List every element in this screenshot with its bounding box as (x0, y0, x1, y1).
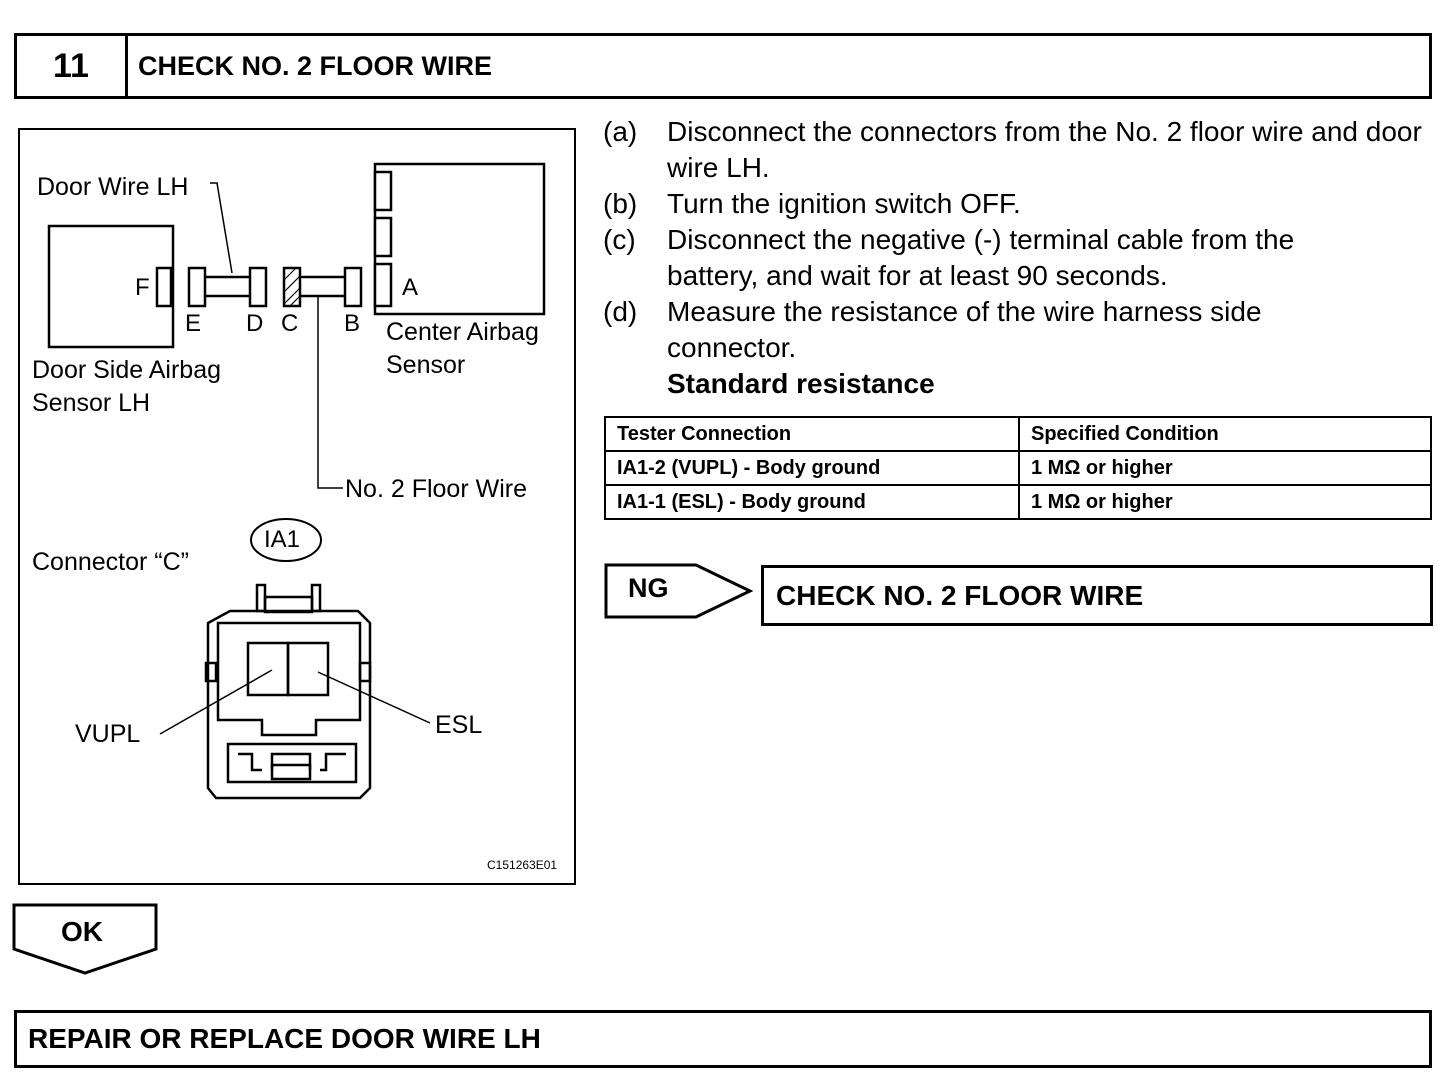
pin-esl-label: ESL (435, 711, 483, 739)
door-sensor-label-2: Sensor LH (32, 389, 151, 417)
connector-b (343, 266, 363, 308)
table-row: IA1-1 (ESL) - Body ground 1 MΩ or higher (604, 484, 1432, 520)
step-letter: (a) (603, 116, 638, 147)
table-header-cell: Tester Connection (604, 416, 1020, 452)
table-row: IA1-2 (VUPL) - Body ground 1 MΩ or highe… (604, 450, 1432, 486)
center-sensor-body (373, 162, 546, 316)
step-letter: (d) (603, 296, 638, 327)
door-wire-leader (210, 182, 233, 274)
pin-a-label: A (402, 274, 419, 301)
step-title: CHECK NO. 2 FLOOR WIRE (138, 50, 493, 81)
ok-label: OK (61, 916, 103, 947)
vupl-leader (159, 669, 273, 735)
connector-f (155, 266, 173, 308)
pin-c-label: C (281, 310, 299, 337)
step-header: 11 CHECK NO. 2 FLOOR WIRE (14, 33, 1432, 99)
center-sensor-label-1: Center Airbag (386, 318, 539, 346)
pin-vupl-label: VUPL (75, 720, 141, 748)
step-d: (d) Measure the resistance of the wire h… (603, 294, 1433, 366)
pin-b-label: B (344, 310, 361, 337)
door-sensor-label-1: Door Side Airbag (32, 356, 222, 384)
final-action-box: REPAIR OR REPLACE DOOR WIRE LH (14, 1010, 1432, 1068)
center-sensor-port-1 (373, 170, 393, 212)
connector-a (373, 262, 393, 308)
connector-c-hatch (283, 267, 301, 307)
step-text: Disconnect the negative (-) terminal cab… (667, 224, 1295, 291)
table-cell: 1 MΩ or higher (1018, 450, 1432, 486)
connector-c (282, 266, 302, 308)
connector-e (187, 266, 207, 308)
step-text: Disconnect the connectors from the No. 2… (667, 116, 1422, 183)
table-cell: IA1-2 (VUPL) - Body ground (604, 450, 1020, 486)
esl-leader (317, 671, 431, 724)
door-wire-label: Door Wire LH (37, 173, 189, 201)
floor-wire-leader (317, 296, 343, 489)
diagram-drawing (47, 162, 546, 800)
step-letter: (b) (603, 188, 638, 219)
pin-e-label: E (185, 310, 202, 337)
connector-id-label: IA1 (264, 526, 301, 553)
center-sensor-port-2 (373, 216, 393, 258)
floor-wire-label: No. 2 Floor Wire (345, 475, 527, 503)
resistance-table: Tester Connection Specified Condition IA… (604, 416, 1432, 520)
step-text: Measure the resistance of the wire harne… (667, 296, 1262, 363)
standard-resistance-heading: Standard resistance (667, 368, 935, 399)
connector-id-ellipse (250, 518, 322, 562)
wiring-diagram: Door Wire LH F E D C B A Center Airbag S… (18, 128, 576, 885)
step-text: Turn the ignition switch OFF. (667, 188, 1021, 219)
ng-action-box: CHECK NO. 2 FLOOR WIRE (761, 565, 1433, 626)
ng-label: NG (628, 573, 669, 603)
pin-d-label: D (246, 310, 264, 337)
pin-f-label: F (135, 274, 150, 301)
ng-arrow-icon (604, 563, 754, 619)
connector-c-front-view (204, 583, 372, 800)
table-cell: IA1-1 (ESL) - Body ground (604, 484, 1020, 520)
step-a: (a) Disconnect the connectors from the N… (603, 114, 1433, 186)
center-sensor-label-2: Sensor (386, 351, 466, 379)
step-letter: (c) (603, 224, 636, 255)
connector-d (248, 266, 268, 308)
table-cell: 1 MΩ or higher (1018, 484, 1432, 520)
figure-code: C151263E01 (487, 858, 558, 872)
instruction-steps: (a) Disconnect the connectors from the N… (603, 114, 1433, 402)
table-header-cell: Specified Condition (1018, 416, 1432, 452)
step-c: (c) Disconnect the negative (-) terminal… (603, 222, 1433, 294)
ok-arrow-icon (12, 903, 158, 975)
step-number: 11 (17, 36, 128, 96)
connector-c-label: Connector “C” (32, 548, 189, 576)
step-b: (b) Turn the ignition switch OFF. (603, 186, 1433, 222)
door-sensor-body (47, 224, 175, 349)
table-header-row: Tester Connection Specified Condition (604, 416, 1432, 452)
